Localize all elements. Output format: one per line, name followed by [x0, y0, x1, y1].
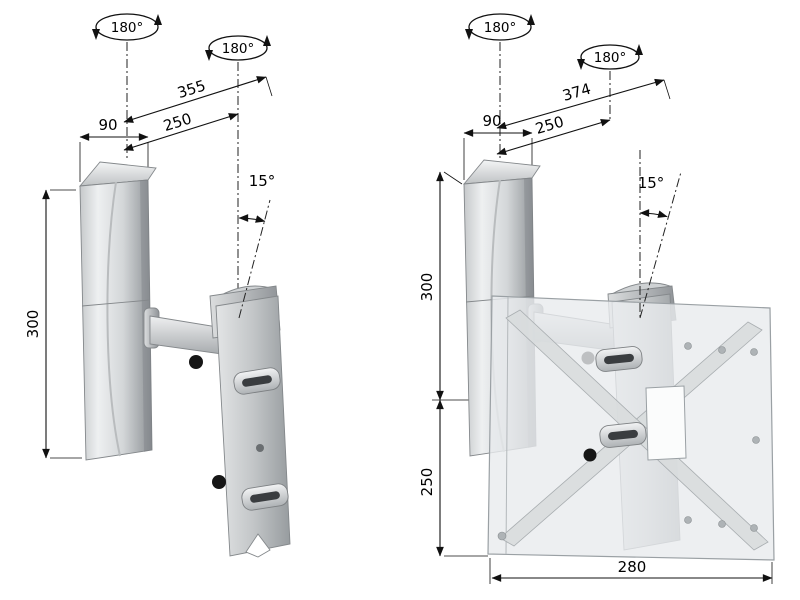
tilt-line [639, 171, 682, 319]
tilt-knob [583, 448, 597, 462]
reach-max-label: 355 [175, 76, 208, 102]
tilt-line [238, 199, 271, 319]
locking-knob [189, 355, 203, 369]
reach-arm-dim-line [123, 113, 239, 151]
tilt-annotation: 15° [238, 172, 276, 319]
width-label: 90 [98, 116, 117, 134]
width-label: 90 [482, 112, 501, 130]
swivel-indicator-head: 180° [577, 44, 643, 70]
swivel-wall-label: 180° [111, 20, 144, 36]
height-label: 300 [418, 273, 436, 302]
reach-arm-label: 250 [161, 109, 194, 135]
reach-max-ext-line [265, 76, 273, 97]
reach-max-ext-line [663, 79, 671, 100]
rotation-arrow-icon [527, 14, 535, 25]
rotation-arrow-icon [577, 59, 585, 70]
tilt-label: 15° [638, 174, 665, 192]
center-cutout [645, 385, 687, 461]
support-arm [149, 315, 237, 369]
strap-slot-lower [599, 422, 647, 448]
swivel-indicator-wall: 180° [92, 13, 162, 41]
head-bracket [209, 285, 291, 558]
bottom-notch [245, 533, 271, 558]
adapter-plate [487, 295, 775, 561]
reach-arm-dim-line [496, 118, 611, 156]
tilt-arc [238, 214, 266, 223]
swivel-indicator-head: 180° [205, 35, 271, 61]
plate-width-label: 280 [618, 558, 647, 576]
left-mount-diagram: 180° 180° 355 250 90 300 [24, 13, 291, 558]
strap-slot-lower [241, 483, 289, 511]
strap-slot-upper [233, 367, 281, 395]
swivel-head-label: 180° [594, 50, 627, 66]
tilt-annotation: 15° [638, 150, 682, 319]
wall-bracket [78, 161, 160, 461]
tilt-arc [639, 209, 668, 218]
rotation-arrow-icon [263, 35, 271, 46]
tilt-label: 15° [249, 172, 276, 190]
tilt-knob [212, 475, 226, 489]
strap-slot-upper [595, 346, 643, 372]
rotation-arrow-icon [154, 14, 162, 25]
mount-hole [256, 444, 264, 452]
height-label: 300 [24, 310, 42, 339]
vesa-holes [497, 342, 760, 541]
swivel-indicator-wall: 180° [465, 13, 535, 41]
rotation-arrow-icon [205, 50, 213, 61]
plate-height-label: 250 [418, 468, 436, 497]
reach-max-label: 374 [560, 80, 592, 105]
swivel-wall-label: 180° [484, 20, 517, 36]
height-ext-top [443, 171, 463, 185]
rotation-arrow-icon [465, 29, 473, 40]
rotation-arrow-icon [635, 44, 643, 55]
rotation-arrow-icon [92, 29, 100, 40]
swivel-head-label: 180° [222, 41, 255, 57]
right-mount-diagram: 180° 180° 374 250 90 300 250 [418, 13, 775, 584]
